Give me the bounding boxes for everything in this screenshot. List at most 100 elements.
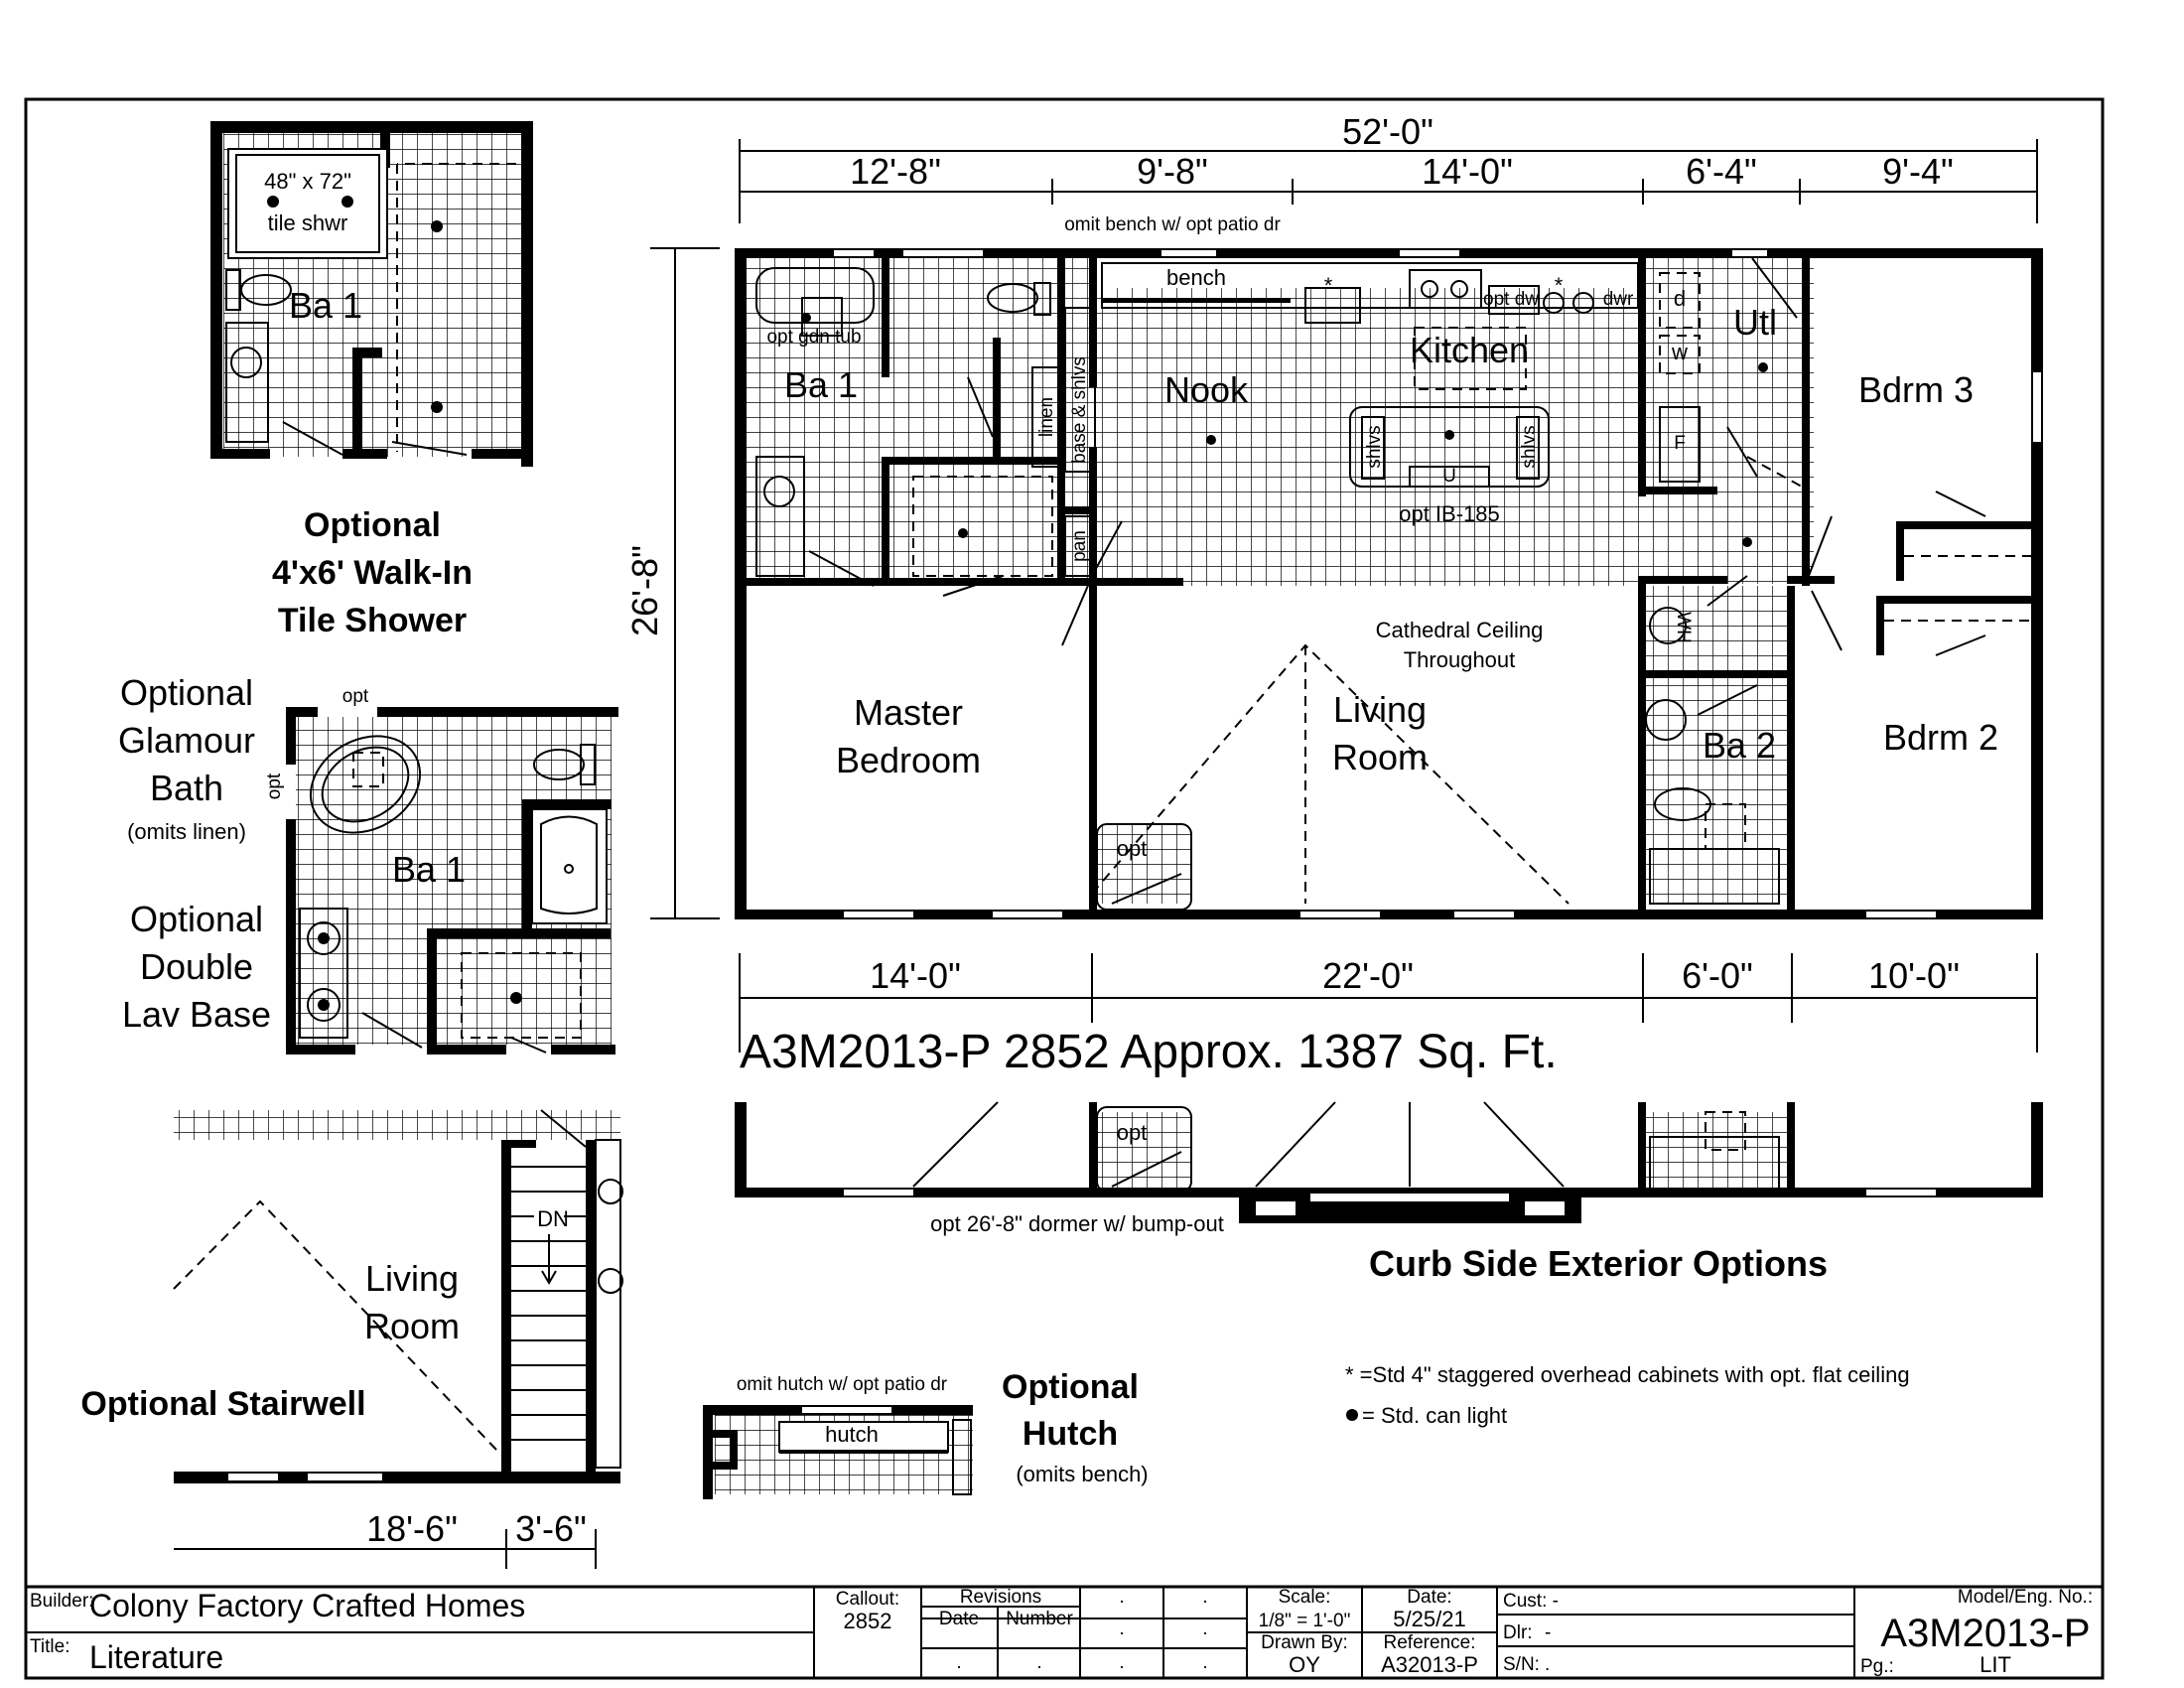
- shelves-left-label: shlvs: [1364, 425, 1385, 468]
- double-lav-title-2: Double: [140, 946, 253, 987]
- model-value: A3M2013-P: [1880, 1612, 2090, 1655]
- washer-label: w: [1671, 340, 1688, 364]
- option-hutch: omit hutch w/ opt patio dr hutch Optiona…: [703, 1368, 1149, 1499]
- legend-can-light: = Std. can light: [1362, 1403, 1507, 1428]
- shower-sub-label: tile shwr: [268, 211, 348, 235]
- drawn-by-value: OY: [1289, 1652, 1320, 1677]
- option-stairwell: DN Living Room Optional Stairwell 18'-6"…: [80, 1109, 623, 1569]
- scale-value: 1/8" = 1'-0": [1259, 1611, 1351, 1631]
- shower-size-label: 48" x 72": [264, 169, 351, 194]
- hutch-label: hutch: [825, 1422, 879, 1447]
- revision-dot-2: .: [1202, 1587, 1207, 1608]
- curb-opt-label: opt: [1117, 1120, 1148, 1145]
- revisions-number-col: Number: [1006, 1609, 1073, 1629]
- glamour-title-1: Optional: [120, 672, 253, 713]
- dealer-value: -: [1545, 1622, 1551, 1643]
- title-block: Builder: Colony Factory Crafted Homes Ti…: [24, 1585, 2105, 1680]
- page-value: LIT: [1979, 1652, 2011, 1677]
- dim-top-1: 12'-8": [850, 151, 941, 192]
- builder-value: Colony Factory Crafted Homes: [89, 1588, 525, 1623]
- opt-bumpout-label: opt: [1117, 836, 1148, 861]
- opt-island-label: opt IB-185: [1399, 501, 1500, 526]
- dim-top-5: 9'-4": [1882, 151, 1954, 192]
- date-label: Date:: [1407, 1587, 1451, 1608]
- dim-top-2: 9'-8": [1137, 151, 1208, 192]
- opt-dw-label: opt dw: [1483, 289, 1539, 310]
- room-master-2: Bedroom: [836, 740, 981, 780]
- revision-dot-7: .: [1119, 1652, 1124, 1673]
- double-lav-title-3: Lav Base: [122, 994, 271, 1035]
- customer-field: Cust: -: [1503, 1591, 1559, 1612]
- drawn-by-label: Drawn By:: [1261, 1632, 1348, 1653]
- room-bdrm2: Bdrm 2: [1883, 717, 1998, 758]
- furnace-label: F: [1674, 433, 1686, 454]
- stair-dim-1: 18'-6": [366, 1508, 458, 1549]
- cabinet-star-1: *: [1324, 273, 1333, 298]
- option-glamour-bath: opt opt Ba 1 Optional Glamour Bath (omit…: [118, 672, 618, 1055]
- legend: * =Std 4" staggered overhead cabinets wi…: [1345, 1362, 1910, 1428]
- pantry-label: pan: [1069, 530, 1090, 562]
- dim-bottom-2: 22'-0": [1322, 955, 1414, 996]
- room-utl: Utl: [1733, 302, 1777, 343]
- glamour-opt-side: opt: [264, 773, 285, 799]
- glamour-opt-top: opt: [342, 686, 369, 707]
- revision-dot-8: .: [1202, 1652, 1207, 1673]
- dealer-label: Dlr:: [1503, 1622, 1533, 1643]
- curb-title: Curb Side Exterior Options: [1369, 1243, 1828, 1284]
- revisions-date-col: Date: [939, 1609, 979, 1629]
- side-dimension: 26'-8": [624, 247, 720, 919]
- linen-label: linen: [1036, 397, 1057, 437]
- glamour-room-label: Ba 1: [392, 849, 466, 890]
- depth-dim: 26'-8": [624, 545, 665, 636]
- shelves-right-label: shlvs: [1519, 425, 1540, 468]
- title-value: Literature: [89, 1639, 223, 1675]
- option-walk-in-shower: 48" x 72" tile shwr Ba 1 Optional 4'x6' …: [210, 121, 533, 639]
- hutch-note: omit hutch w/ opt patio dr: [737, 1374, 948, 1395]
- stair-room-2: Room: [364, 1306, 460, 1346]
- curb-side-options: opt opt 26'-8" dormer w/ bump-out Curb S…: [735, 1101, 2043, 1284]
- top-dimensions: 52'-0" 12'-8" 9'-8" 14'-0" 6'-4" 9'-4" o…: [739, 111, 2038, 235]
- hutch-sub: (omits bench): [1016, 1462, 1148, 1486]
- title-label: Title:: [30, 1636, 69, 1657]
- room-bdrm3: Bdrm 3: [1858, 369, 1974, 410]
- serial-value: .: [1545, 1654, 1550, 1675]
- room-kitchen: Kitchen: [1410, 330, 1529, 370]
- stair-down-label: DN: [537, 1206, 569, 1231]
- drawer-label: dwr: [1603, 289, 1634, 310]
- base-shelves-label: base & shlvs: [1069, 356, 1090, 464]
- stair-dim-2: 3'-6": [515, 1508, 587, 1549]
- revision-dot-3: .: [1119, 1618, 1124, 1639]
- builder-label: Builder:: [30, 1591, 93, 1612]
- callout-label: Callout:: [836, 1589, 899, 1610]
- water-heater-label: WH: [1673, 612, 1694, 643]
- revision-dot-5: .: [956, 1652, 961, 1673]
- serial-label: S/N:: [1503, 1654, 1540, 1675]
- date-value: 5/25/21: [1393, 1607, 1465, 1631]
- shower-room-label: Ba 1: [289, 285, 362, 326]
- glamour-note: (omits linen): [127, 819, 246, 844]
- dim-bottom-3: 6'-0": [1682, 955, 1753, 996]
- hutch-title-2: Hutch: [1023, 1415, 1118, 1453]
- bench-note: omit bench w/ opt patio dr: [1064, 214, 1281, 235]
- revision-dot-6: .: [1036, 1652, 1041, 1673]
- dim-top-4: 6'-4": [1686, 151, 1757, 192]
- island-u-label: U: [1442, 466, 1456, 487]
- room-nook: Nook: [1164, 369, 1249, 410]
- hutch-title-1: Optional: [1002, 1368, 1139, 1406]
- cathedral-label-1: Cathedral Ceiling: [1376, 618, 1544, 642]
- cathedral-label-2: Throughout: [1404, 647, 1516, 672]
- overall-width-dim: 52'-0": [1342, 111, 1433, 152]
- revision-dot-4: .: [1202, 1618, 1207, 1639]
- main-floor-plan: 52'-0" 12'-8" 9'-8" 14'-0" 6'-4" 9'-4" o…: [624, 111, 2043, 1078]
- legend-cabinets: * =Std 4" staggered overhead cabinets wi…: [1345, 1362, 1910, 1387]
- dryer-label: d: [1674, 286, 1686, 311]
- shower-title-1: Optional: [304, 506, 441, 544]
- revision-dot-1: .: [1119, 1587, 1124, 1608]
- opt-gdn-tub-label: opt gdn tub: [766, 327, 861, 348]
- double-lav-title-1: Optional: [130, 899, 263, 939]
- dim-top-3: 14'-0": [1422, 151, 1513, 192]
- callout-value: 2852: [844, 1609, 892, 1633]
- reference-value: A32013-P: [1381, 1652, 1478, 1677]
- dim-bottom-4: 10'-0": [1868, 955, 1960, 996]
